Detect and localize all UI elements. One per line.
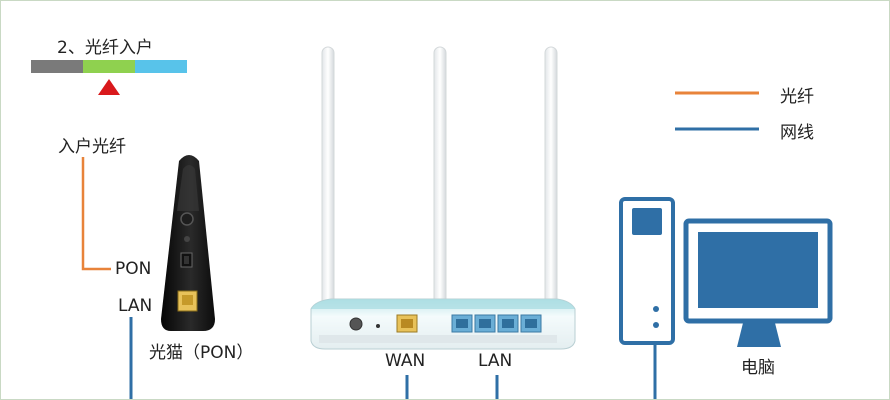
step-title: 2、光纤入户 bbox=[57, 38, 153, 58]
router-lan-label: LAN bbox=[478, 351, 513, 371]
computer-label: 电脑 bbox=[741, 358, 775, 378]
incoming-fiber-label: 入户光纤 bbox=[58, 137, 126, 157]
router-wan-label: WAN bbox=[385, 351, 426, 371]
computer-monitor-icon bbox=[683, 218, 833, 347]
router-antenna-middle bbox=[433, 46, 447, 342]
modem-lan-port-label: LAN bbox=[118, 296, 153, 316]
router-antenna-right bbox=[544, 46, 558, 342]
computer-tower-icon bbox=[619, 197, 675, 345]
progress-segment-green bbox=[83, 60, 135, 73]
legend-network-cable-label: 网线 bbox=[780, 123, 814, 143]
progress-segment-gray bbox=[31, 60, 83, 73]
optical-modem-icon bbox=[161, 155, 215, 331]
legend-fiber-label: 光纤 bbox=[780, 87, 814, 107]
router-icon bbox=[310, 46, 576, 350]
progress-marker-icon bbox=[98, 79, 120, 95]
progress-segment-blue bbox=[135, 60, 187, 73]
incoming-fiber-cable bbox=[81, 157, 111, 271]
router-antenna-left bbox=[321, 46, 335, 342]
modem-label: 光猫（PON） bbox=[149, 343, 254, 363]
pon-port-label: PON bbox=[115, 259, 152, 279]
